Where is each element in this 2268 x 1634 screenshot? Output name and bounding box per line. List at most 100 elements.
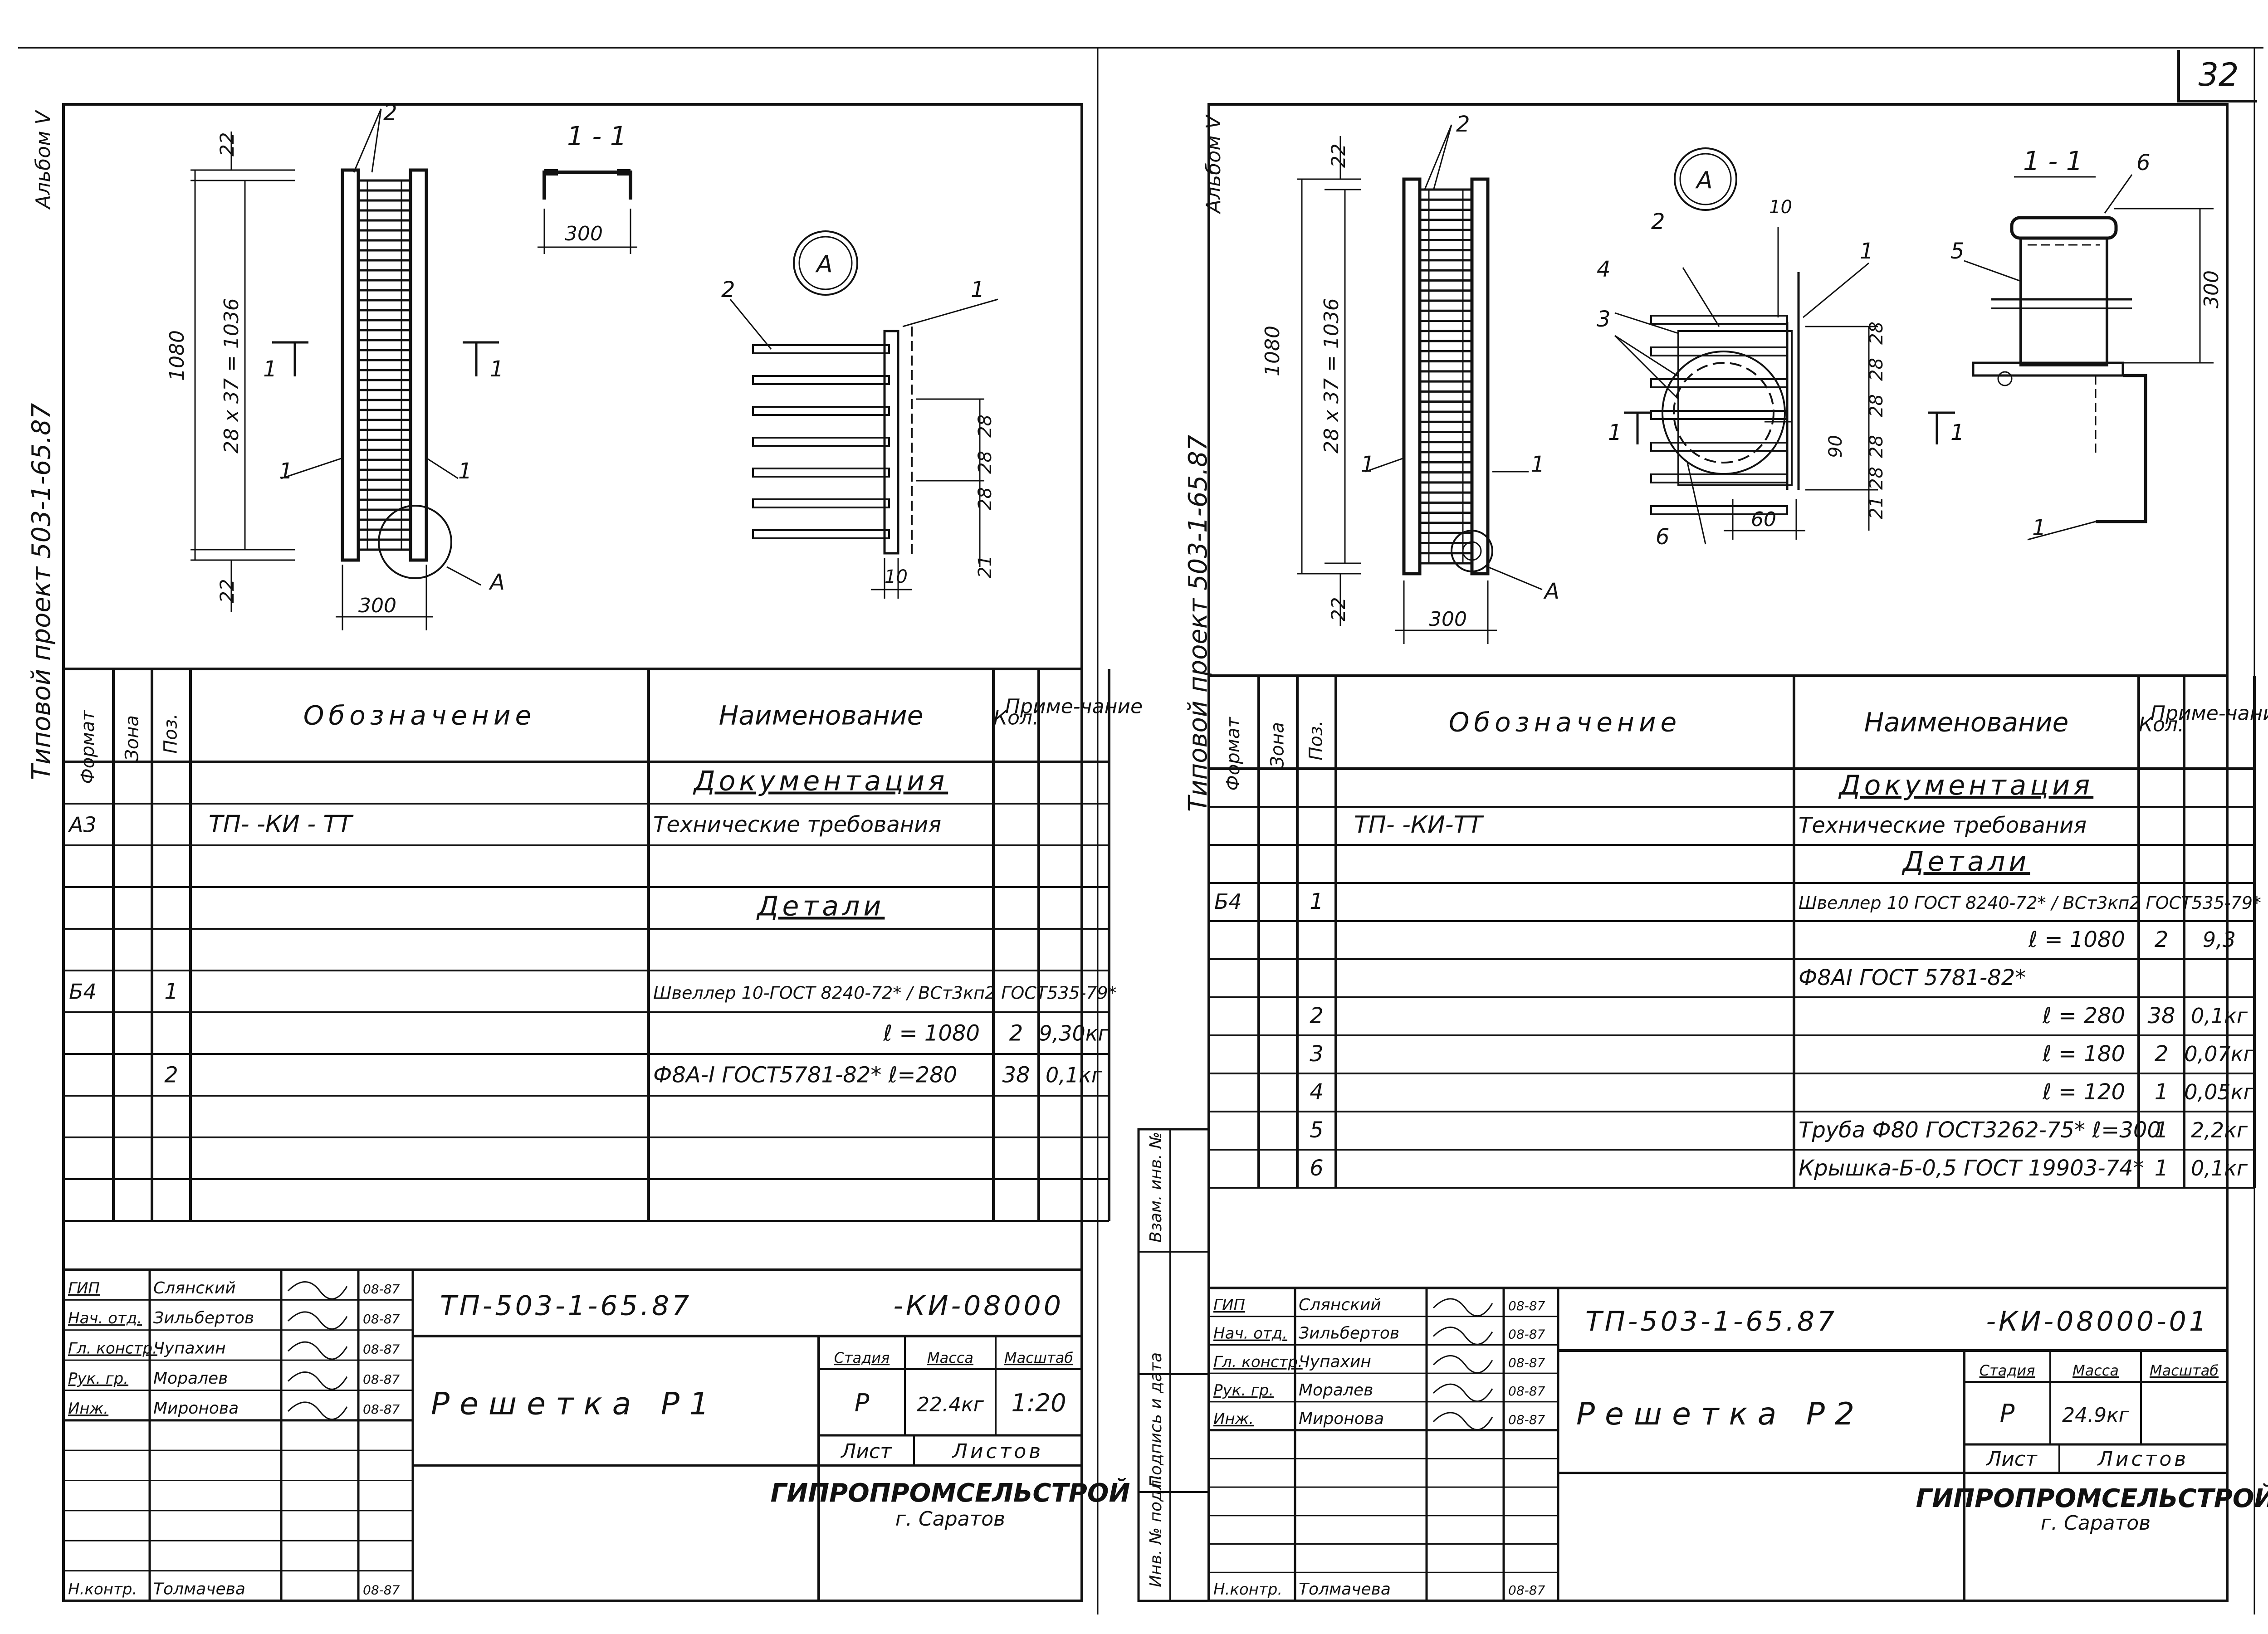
signer-name: Слянский xyxy=(1299,1296,1381,1314)
scale-label: Масштаб xyxy=(1004,1349,1073,1366)
sheet-label: Лист xyxy=(840,1440,892,1463)
control-name: Толмачева xyxy=(153,1580,245,1598)
signer-role: ГИП xyxy=(1213,1296,1245,1314)
row-name: Ф8АI ГОСТ 5781-82* xyxy=(1799,965,2026,990)
callout-1-left: 1 xyxy=(279,458,293,484)
row-pos: 1 xyxy=(164,979,178,1005)
detail-a-label-r: А xyxy=(1695,167,1713,194)
row-note: 0,05кг xyxy=(2184,1080,2254,1104)
cut-label-right: 1 xyxy=(490,356,504,382)
det-r-dim-21: 21 xyxy=(1866,496,1887,519)
callout-1-left-r: 1 xyxy=(1361,452,1375,477)
doc-code-left: ТП-503-1-65.87 xyxy=(1585,1306,1837,1337)
signer-name: Зильбертов xyxy=(1299,1324,1399,1343)
side-label-album-r: Альбом V xyxy=(1202,114,1225,215)
header-pos: Поз. xyxy=(161,713,181,754)
scale-label: Масштаб xyxy=(2150,1362,2219,1379)
mass-value: 24.9кг xyxy=(2062,1404,2130,1427)
detail-callout-1: 1 xyxy=(971,277,985,302)
callout-1-right: 1 xyxy=(458,458,472,484)
callout-1-right-r: 1 xyxy=(1531,452,1545,477)
signer-date: 08-87 xyxy=(1508,1327,1545,1342)
row-pos: 6 xyxy=(1310,1156,1324,1181)
section-1-1-left: 1 - 1 300 xyxy=(538,121,637,254)
title: Решетка Р2 xyxy=(1576,1396,1864,1432)
title: Решетка Р1 xyxy=(431,1386,719,1422)
header-format: Формат xyxy=(78,710,98,784)
signature xyxy=(1432,1412,1493,1430)
row-format: А3 xyxy=(68,813,97,837)
detail-dim-28c: 28 xyxy=(975,487,996,510)
signer-role: Нач. отд. xyxy=(1213,1325,1287,1343)
detail-a-label: А xyxy=(815,251,833,278)
detail-dim-28a: 28 xyxy=(975,415,996,438)
row-note: 9,3 xyxy=(2203,927,2236,952)
mass-label: Масса xyxy=(2072,1362,2119,1379)
signer-name: Моралев xyxy=(153,1369,228,1388)
detail-a-leader-r: А xyxy=(1543,579,1559,604)
detail-a-left: А 2 1 10 21 28 28 28 xyxy=(721,230,998,599)
row-pos: 2 xyxy=(164,1063,178,1088)
signer-role: Рук. гр. xyxy=(68,1370,128,1388)
page-number: 32 xyxy=(2177,50,2257,102)
row-name: Документация xyxy=(693,766,948,797)
header-format: Формат xyxy=(1223,717,1244,791)
detail-a-right: А 2 1 4 3 6 10 60 xyxy=(1597,147,1965,550)
row-name: Труба Ф80 ГОСТ3262-75* ℓ=300 xyxy=(1799,1117,2161,1143)
detail-callout-2: 2 xyxy=(721,277,735,302)
detail-dim-28b: 28 xyxy=(975,451,996,474)
det-r-callout-2: 2 xyxy=(1651,209,1665,234)
stage-value: Р xyxy=(855,1389,870,1417)
signature xyxy=(287,1311,348,1330)
row-qty: 38 xyxy=(1002,1063,1030,1088)
doc-code-left: ТП-503-1-65.87 xyxy=(440,1290,692,1322)
row-designation: ТП- -КИ-ТТ xyxy=(1354,811,1484,839)
row-qty: 1 xyxy=(2155,1079,2169,1105)
row-designation: ТП- -КИ - ТТ xyxy=(209,811,354,838)
dim-end-top: 22 xyxy=(216,132,238,156)
signer-role: Инж. xyxy=(68,1400,108,1418)
row-pos: 1 xyxy=(1310,889,1324,914)
signer-role: ГИП xyxy=(68,1279,100,1297)
control-date: 08-87 xyxy=(1508,1583,1545,1598)
row-name: Детали xyxy=(1901,846,2030,878)
header-zone: Зона xyxy=(1267,722,1288,768)
stage-label: Стадия xyxy=(834,1349,890,1366)
row-pos: 3 xyxy=(1310,1041,1324,1067)
sheets-label: Листов xyxy=(2097,1448,2189,1471)
signer-date: 08-87 xyxy=(1508,1384,1545,1399)
det-r-dim-90: 90 xyxy=(1825,435,1846,458)
dim-width-r: 300 xyxy=(1429,608,1467,631)
row-qty: 2 xyxy=(2155,1041,2169,1067)
row-pos: 5 xyxy=(1310,1117,1324,1143)
dim-pitch-r: 28 x 37 = 1036 xyxy=(1320,298,1343,454)
det-r-dim-28e: 28 xyxy=(1866,467,1887,490)
stamp-podpis: Подпись и дата xyxy=(1147,1352,1165,1488)
cut-r-right: 1 xyxy=(1950,420,1965,445)
row-qty: 38 xyxy=(2147,1003,2175,1029)
callout-2: 2 xyxy=(383,100,397,126)
row-qty: 2 xyxy=(2155,927,2169,952)
det-r-dim-28a: 28 xyxy=(1866,322,1887,345)
dim-overall-r: 1080 xyxy=(1261,326,1284,376)
control-name: Толмачева xyxy=(1299,1580,1391,1599)
section-r-callout-5: 5 xyxy=(1950,239,1965,264)
stage-value: Р xyxy=(2000,1399,2015,1428)
row-qty: 1 xyxy=(2155,1117,2169,1143)
row-name: ℓ = 280 xyxy=(2042,1003,2125,1029)
det-r-callout-3: 3 xyxy=(1597,307,1611,332)
detail-dim-21: 21 xyxy=(975,555,996,578)
stamp-vzam: Взам. инв. № xyxy=(1147,1132,1165,1243)
signer-date: 08-87 xyxy=(363,1312,400,1327)
sheet-right: Альбом V Типовой проект 503-1-65.87 Инв.… xyxy=(1137,103,2268,1602)
signer-role: Рук. гр. xyxy=(1213,1381,1274,1400)
section-r-dim-300: 300 xyxy=(2200,270,2223,308)
row-note: 0,07кг xyxy=(2184,1042,2254,1066)
section-1-1-right: 1 - 1 6 300 5 1 xyxy=(1950,146,2223,541)
dim-end-top-r: 22 xyxy=(1327,144,1349,168)
section-width: 300 xyxy=(565,222,603,245)
